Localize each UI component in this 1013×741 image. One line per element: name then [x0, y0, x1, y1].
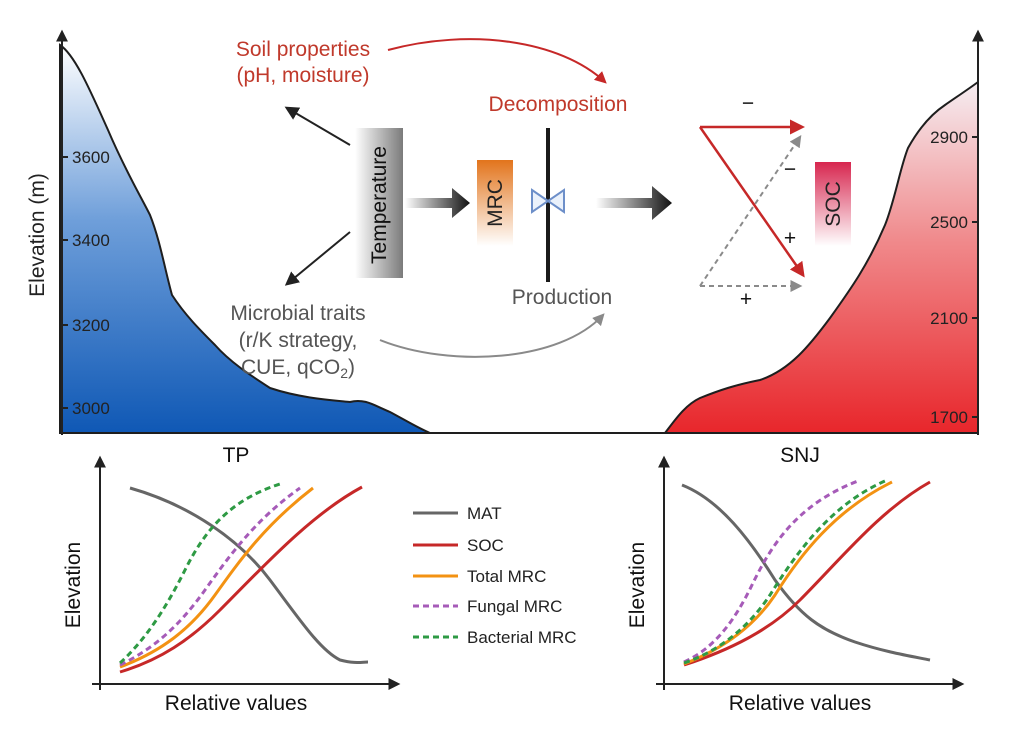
microbial-to-production-arrow	[379, 313, 605, 358]
legend-label: SOC	[467, 536, 504, 555]
right-tick-label: 2100	[930, 309, 968, 328]
soc-bar	[815, 162, 851, 246]
snj-total-mrc-curve	[683, 480, 893, 666]
right-tick-label: 2500	[930, 213, 968, 232]
right-axis-ticks	[972, 136, 978, 418]
left-axis-ticks	[62, 156, 68, 409]
left-tick-label: 3000	[72, 399, 110, 418]
snj-panel-title: SNJ	[780, 444, 820, 467]
left-tick-label: 3400	[72, 231, 110, 250]
right-tick-label: 1700	[930, 408, 968, 427]
legend-label: MAT	[467, 504, 502, 523]
mrc-to-soc-arrow	[596, 186, 672, 220]
snj-soc-curve	[683, 480, 931, 667]
temp-to-microbial-arrow	[284, 231, 351, 286]
tp-mat-curve	[129, 486, 369, 664]
closing-paren: )	[348, 356, 355, 379]
left-tick-label: 3200	[72, 316, 110, 335]
left-tick-label: 3600	[72, 148, 110, 167]
tp-bacterial-mrc-curve	[118, 482, 281, 665]
sign-minus: −	[784, 158, 796, 181]
decomposition-label: Decomposition	[489, 93, 628, 116]
legend-item: SOC	[413, 536, 504, 555]
tp-y-label: Elevation	[62, 542, 85, 628]
snj-mat-curve	[681, 483, 931, 662]
temperature-bar	[355, 128, 403, 278]
soil-properties-label: Soil properties	[236, 38, 370, 61]
temp-to-mrc-arrow	[405, 188, 470, 218]
subscript-two: 2	[340, 365, 348, 381]
temperature-label: Temperature	[368, 146, 391, 264]
soil-to-decomposition-arrow	[387, 38, 607, 84]
decomp-positive-arrow	[698, 126, 805, 278]
tp-panel-title: TP	[223, 444, 250, 467]
mrc-bar	[477, 160, 513, 246]
tp-total-mrc-curve	[119, 486, 314, 669]
left-axis-label: Elevation (m)	[26, 173, 49, 297]
snj-x-label: Relative values	[729, 692, 871, 715]
sign-plus: +	[740, 288, 752, 311]
microbial-traits-label: Microbial traits	[230, 302, 365, 325]
sign-minus: −	[742, 92, 754, 115]
soc-label: SOC	[822, 181, 845, 227]
mrc-label: MRC	[484, 179, 507, 227]
legend: MAT SOC Total MRC Fungal MRC Bacterial M…	[413, 504, 577, 647]
production-negative-arrow	[699, 135, 802, 287]
snj-mountain	[662, 80, 979, 434]
microbial-traits-detail: CUE, qCO2)	[241, 356, 355, 381]
temp-to-soil-arrow	[284, 106, 351, 146]
legend-label: Fungal MRC	[467, 597, 562, 616]
snj-y-label: Elevation	[626, 542, 649, 628]
legend-item: Bacterial MRC	[413, 628, 577, 647]
valve-icon	[531, 188, 565, 214]
microbial-traits-cue: CUE, qCO	[241, 356, 340, 379]
production-label: Production	[512, 286, 612, 309]
legend-item: Fungal MRC	[413, 597, 562, 616]
tp-soc-curve	[119, 485, 363, 674]
tp-fungal-mrc-curve	[119, 486, 301, 667]
tp-x-label: Relative values	[165, 692, 307, 715]
microbial-traits-detail: (r/K strategy,	[239, 329, 358, 352]
soil-properties-detail: (pH, moisture)	[236, 64, 369, 87]
legend-item: MAT	[413, 504, 502, 523]
snj-fungal-mrc-curve	[683, 479, 859, 664]
tp-mountain	[59, 43, 431, 434]
legend-label: Total MRC	[467, 567, 546, 586]
legend-item: Total MRC	[413, 567, 546, 586]
legend-label: Bacterial MRC	[467, 628, 577, 647]
sign-plus: +	[784, 227, 796, 250]
snj-bacterial-mrc-curve	[683, 479, 886, 665]
right-tick-label: 2900	[930, 128, 968, 147]
